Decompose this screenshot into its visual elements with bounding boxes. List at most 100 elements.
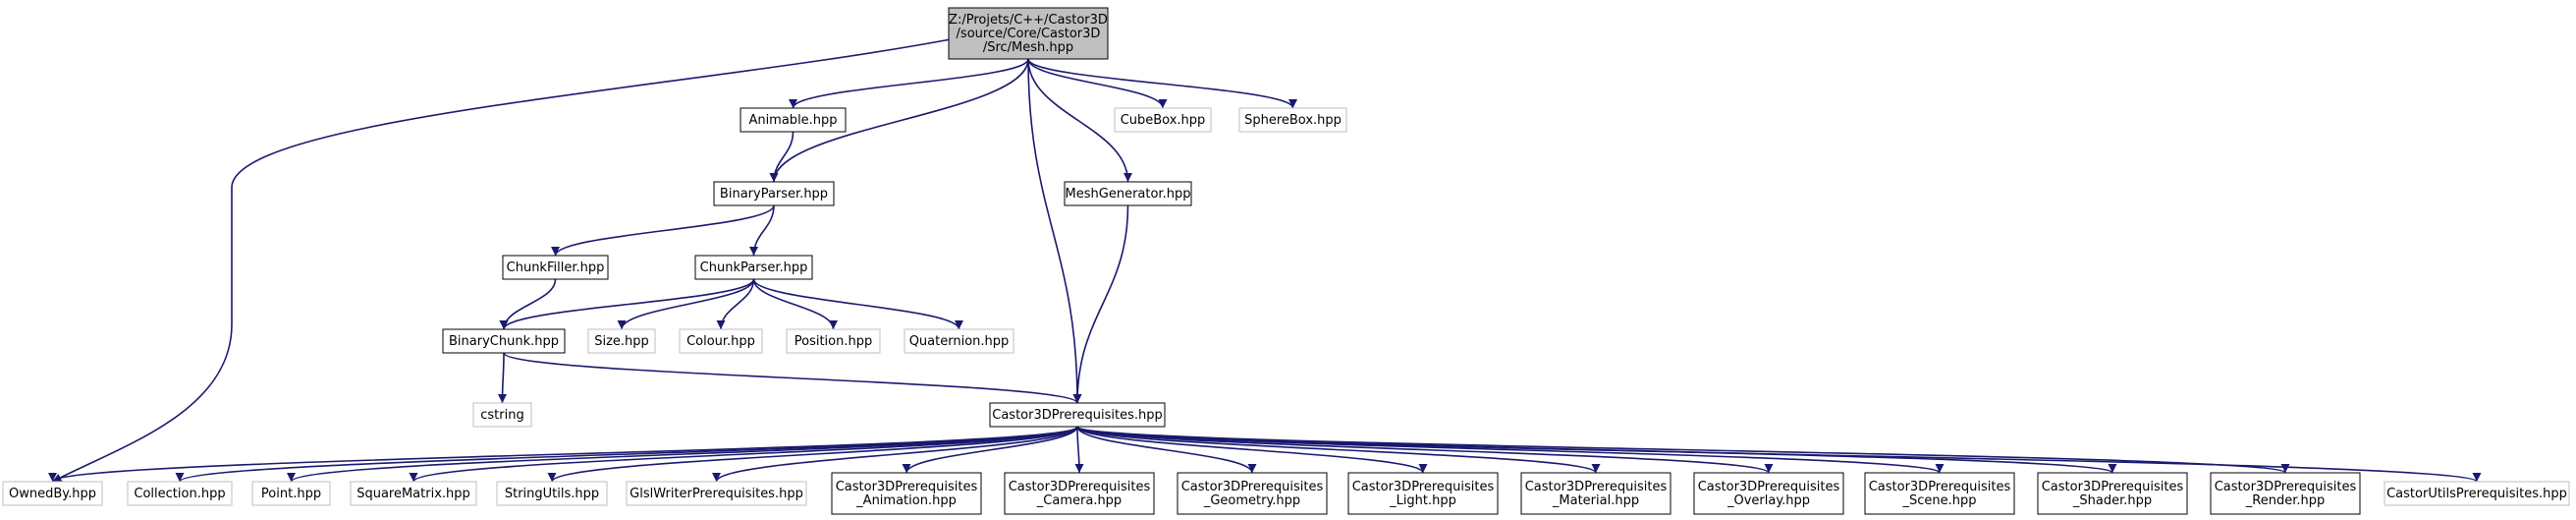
node-label-position-line-0: Position.hpp: [795, 334, 873, 349]
node-box-cubebox: [1114, 107, 1212, 133]
node-box-binaryparser: [713, 181, 835, 206]
node-box-quaternion: [904, 328, 1014, 354]
node-label-p_material-line-0: Castor3DPrerequisites: [1525, 480, 1668, 494]
node-label-p_light-line-0: Castor3DPrerequisites: [1352, 480, 1495, 494]
node-label-castorutils-line-0: CastorUtilsPrerequisites.hpp: [2386, 487, 2567, 501]
node-label-p_scene-line-1: _Scene.hpp: [1901, 493, 1976, 508]
node-stringutils: StringUtils.hpp: [496, 481, 608, 506]
edge-prereq-to-p_camera: [1074, 426, 1084, 474]
node-chunkparser[interactable]: ChunkParser.hpp: [694, 255, 813, 280]
node-box-chunkfiller: [502, 255, 609, 280]
node-label-p_animation-line-1: _Animation.hpp: [855, 493, 957, 508]
node-p_render[interactable]: Castor3DPrerequisites_Render.hpp: [2210, 472, 2361, 515]
node-box-ownedby: [2, 481, 103, 506]
nodes-layer: Z:/Projets/C++/Castor3D/source/Core/Cast…: [2, 7, 2570, 515]
node-label-animable-line-0: Animable.hpp: [748, 113, 837, 128]
node-box-colour: [679, 328, 763, 354]
node-box-p_material: [1520, 472, 1672, 515]
node-chunkfiller[interactable]: ChunkFiller.hpp: [502, 255, 609, 280]
node-box-collection: [127, 481, 233, 506]
node-p_animation[interactable]: Castor3DPrerequisites_Animation.hpp: [831, 472, 982, 515]
node-label-p_scene-line-0: Castor3DPrerequisites: [1869, 480, 2011, 494]
edge-meshgenerator-to-prereq: [1072, 204, 1129, 404]
node-point: Point.hpp: [251, 481, 331, 506]
node-cubebox: CubeBox.hpp: [1114, 107, 1212, 133]
edge-mesh-to-animable: [789, 58, 1029, 109]
node-label-meshgenerator-line-0: MeshGenerator.hpp: [1066, 187, 1191, 202]
edge-prereq-to-point: [287, 426, 1078, 483]
node-label-binarychunk-line-0: BinaryChunk.hpp: [449, 334, 559, 349]
node-binaryparser[interactable]: BinaryParser.hpp: [713, 181, 835, 206]
node-p_camera[interactable]: Castor3DPrerequisites_Camera.hpp: [1004, 472, 1155, 515]
node-label-p_geometry-line-0: Castor3DPrerequisites: [1181, 480, 1324, 494]
node-label-ownedby-line-0: OwnedBy.hpp: [9, 487, 96, 501]
node-meshgenerator[interactable]: MeshGenerator.hpp: [1064, 181, 1192, 206]
node-p_geometry[interactable]: Castor3DPrerequisites_Geometry.hpp: [1177, 472, 1328, 515]
node-label-p_render-line-0: Castor3DPrerequisites: [2215, 480, 2357, 494]
edge-mesh-to-ownedby: [52, 38, 952, 483]
node-label-p_camera-line-0: Castor3DPrerequisites: [1009, 480, 1151, 494]
node-label-size-line-0: Size.hpp: [594, 334, 649, 349]
node-label-mesh-line-0: Z:/Projets/C++/Castor3D: [949, 13, 1108, 28]
node-label-quaternion-line-0: Quaternion.hpp: [909, 334, 1010, 349]
node-label-p_animation-line-0: Castor3DPrerequisites: [836, 480, 978, 494]
node-label-p_geometry-line-1: _Geometry.hpp: [1203, 493, 1300, 508]
node-p_overlay[interactable]: Castor3DPrerequisites_Overlay.hpp: [1693, 472, 1844, 515]
edge-prereq-to-p_light: [1076, 426, 1428, 474]
node-label-p_overlay-line-1: _Overlay.hpp: [1726, 493, 1810, 508]
edge-prereq-to-p_animation: [902, 426, 1078, 474]
node-label-cstring-line-0: cstring: [480, 408, 523, 423]
node-binarychunk[interactable]: BinaryChunk.hpp: [442, 328, 566, 354]
node-label-glslwriter-line-0: GlslWriterPrerequisites.hpp: [630, 487, 803, 501]
node-animable[interactable]: Animable.hpp: [740, 107, 847, 133]
node-box-p_camera: [1004, 472, 1155, 515]
node-box-point: [251, 481, 331, 506]
node-label-colour-line-0: Colour.hpp: [686, 334, 755, 349]
edge-mesh-to-prereq: [1027, 58, 1082, 404]
node-p_shader[interactable]: Castor3DPrerequisites_Shader.hpp: [2037, 472, 2188, 515]
edge-prereq-to-stringutils: [547, 426, 1078, 483]
node-label-spherebox-line-0: SphereBox.hpp: [1244, 113, 1342, 128]
edge-binarychunk-to-cstring: [498, 352, 508, 404]
node-label-squarematrix-line-0: SquareMatrix.hpp: [356, 487, 470, 501]
node-label-mesh-line-1: /source/Core/Castor3D: [957, 27, 1101, 41]
node-box-cstring: [472, 402, 532, 428]
node-label-stringutils-line-0: StringUtils.hpp: [505, 487, 599, 501]
edge-animable-to-binaryparser: [769, 131, 795, 183]
edge-binaryparser-to-chunkfiller: [551, 204, 775, 257]
node-p_material[interactable]: Castor3DPrerequisites_Material.hpp: [1520, 472, 1672, 515]
node-box-animable: [740, 107, 847, 133]
node-label-p_render-line-1: _Render.hpp: [2245, 493, 2325, 508]
node-label-chunkfiller-line-0: ChunkFiller.hpp: [507, 260, 605, 275]
node-box-p_scene: [1864, 472, 2015, 515]
node-mesh[interactable]: Z:/Projets/C++/Castor3D/source/Core/Cast…: [948, 7, 1109, 60]
node-prereq[interactable]: Castor3DPrerequisites.hpp: [989, 402, 1166, 428]
edge-chunkparser-to-quaternion: [752, 278, 963, 330]
edge-prereq-to-squarematrix: [409, 426, 1078, 483]
node-box-castorutils: [2384, 481, 2570, 506]
node-box-binarychunk: [442, 328, 566, 354]
edge-prereq-to-p_overlay: [1076, 426, 1774, 474]
node-p_scene[interactable]: Castor3DPrerequisites_Scene.hpp: [1864, 472, 2015, 515]
edge-chunkparser-to-binarychunk: [499, 278, 755, 330]
edge-prereq-to-p_material: [1076, 426, 1601, 474]
edge-prereq-to-p_scene: [1076, 426, 1945, 474]
node-box-p_geometry: [1177, 472, 1328, 515]
edge-prereq-to-castorutils: [1076, 426, 2481, 483]
node-label-binaryparser-line-0: BinaryParser.hpp: [720, 187, 828, 202]
node-label-cubebox-line-0: CubeBox.hpp: [1121, 113, 1206, 128]
node-box-size: [587, 328, 656, 354]
edge-mesh-to-meshgenerator: [1027, 58, 1132, 183]
node-label-collection-line-0: Collection.hpp: [134, 487, 225, 501]
edge-mesh-to-spherebox: [1027, 58, 1297, 109]
node-label-mesh-line-2: /Src/Mesh.hpp: [983, 40, 1073, 55]
node-colour: Colour.hpp: [679, 328, 763, 354]
edge-mesh-to-cubebox: [1027, 58, 1168, 109]
node-label-p_overlay-line-0: Castor3DPrerequisites: [1698, 480, 1840, 494]
node-box-chunkparser: [694, 255, 813, 280]
node-box-position: [786, 328, 881, 354]
node-box-squarematrix: [350, 481, 477, 506]
node-label-p_light-line-1: _Light.hpp: [1389, 493, 1456, 508]
node-p_light[interactable]: Castor3DPrerequisites_Light.hpp: [1347, 472, 1499, 515]
